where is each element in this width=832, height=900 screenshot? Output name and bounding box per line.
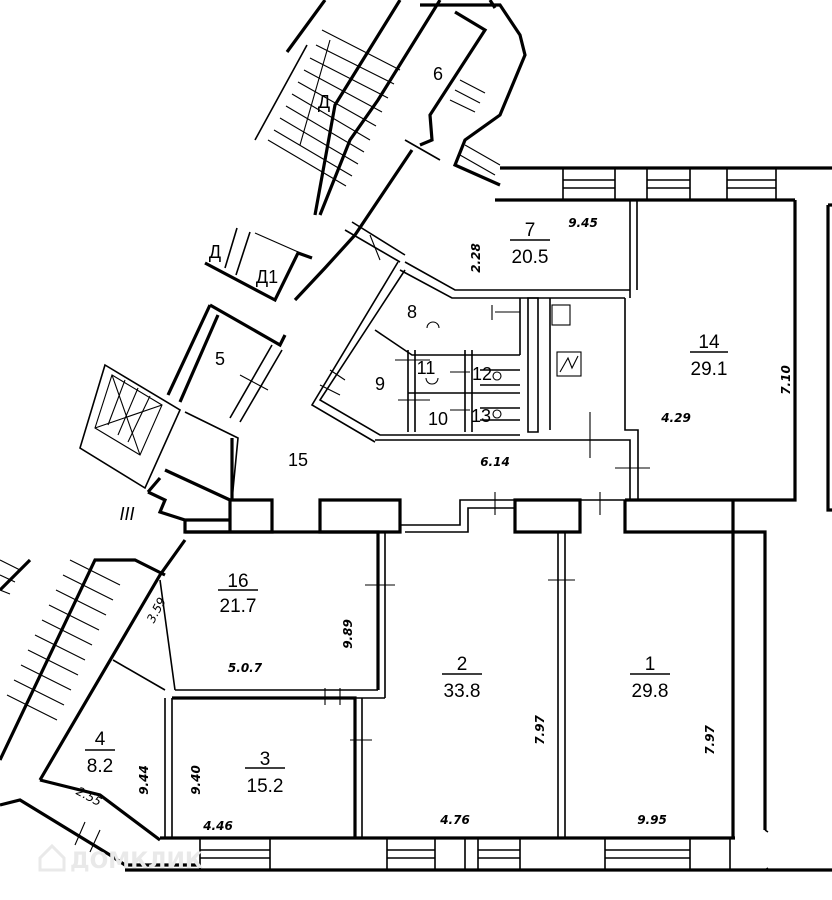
room-2: 2 33.8 7.97 4.76 — [439, 532, 575, 838]
room-8-label: 8 — [407, 302, 417, 322]
room-12-label: 12 — [472, 364, 492, 384]
dim-r14-width: 4.29 — [660, 411, 691, 425]
room-2-number: 2 — [457, 654, 468, 675]
room-13-label: 13 — [471, 406, 491, 426]
room-3-area: 15.2 — [247, 776, 284, 797]
entry-d1: Д Д1 — [204, 227, 313, 303]
room-7: 7 20.5 9.45 2.28 — [344, 216, 630, 299]
room-7-number: 7 — [525, 220, 536, 241]
dim-r16-width: 5.0.7 — [228, 661, 263, 675]
entry-d-label: Д — [209, 242, 221, 262]
dim-r3-width: 4.46 — [202, 819, 233, 833]
dim-r16-height: 9.89 — [341, 619, 355, 649]
room-15-label: 15 — [288, 450, 308, 470]
room-6-label: 6 — [433, 64, 443, 84]
door-6-7 — [404, 139, 441, 161]
room-10-label: 10 — [428, 409, 448, 429]
dim-r3-height: 9.40 — [189, 765, 203, 795]
dim-r4-height: 9.44 — [137, 765, 151, 795]
room-5: 5 — [166, 303, 287, 423]
room-9-label: 9 — [375, 374, 385, 394]
dim-r1-height: 7.97 — [703, 725, 717, 755]
stair-lower-left — [0, 539, 187, 781]
room-4-number: 4 — [95, 729, 106, 750]
dim-r2-height: 7.97 — [533, 715, 547, 745]
room-1: 1 29.8 7.97 9.95 — [630, 532, 735, 838]
exterior-wall-right — [625, 200, 832, 871]
room-4: 4 8.2 9.44 2.55 — [0, 579, 200, 867]
stair-iii-label: III — [119, 504, 134, 524]
room-16-number: 16 — [227, 571, 248, 592]
dim-r7-width: 9.45 — [568, 216, 598, 230]
room-7-area: 20.5 — [512, 247, 549, 268]
utility-block: 8 9 10 11 12 13 — [310, 261, 582, 443]
room-6: 6 — [419, 0, 527, 187]
wall-diagonal-upper — [313, 0, 402, 216]
dim-r14-height: 7.10 — [779, 365, 793, 395]
dim-r1-width: 9.95 — [637, 813, 667, 827]
room-16-area: 21.7 — [220, 596, 257, 617]
dim-r15-width: 6.14 — [480, 455, 510, 469]
dim-r7-height: 2.28 — [469, 243, 483, 273]
room-4-area: 8.2 — [87, 756, 113, 777]
elevator-shaft — [79, 363, 239, 502]
room-14: 14 29.1 4.29 7.10 — [615, 290, 793, 500]
room-14-number: 14 — [698, 332, 720, 353]
room-2-area: 33.8 — [444, 681, 481, 702]
exterior-wall-bottom — [125, 836, 832, 872]
stairwell-d: Д — [254, 0, 442, 216]
exterior-wall-top — [495, 166, 832, 290]
watermark-text: ДОМКЛИК — [70, 849, 203, 874]
room-3: 3 15.2 9.40 4.46 — [164, 696, 372, 838]
room-16: 16 21.7 5.0.7 9.89 3.59 — [144, 530, 395, 705]
wall-room5-top — [293, 149, 414, 302]
room-11-label: 11 — [417, 358, 436, 378]
room-1-area: 29.8 — [632, 681, 669, 702]
room-1-number: 1 — [645, 654, 656, 675]
stairwell-d-label: Д — [318, 92, 330, 112]
entry-d1-label: Д1 — [256, 267, 278, 287]
watermark: ДОМКЛИК — [38, 843, 203, 874]
room-3-number: 3 — [260, 749, 271, 770]
dim-r2-width: 4.76 — [439, 813, 470, 827]
room-15: 15 6.14 — [230, 412, 733, 534]
dim-r4-width: 2.55 — [74, 784, 104, 809]
room-5-label: 5 — [215, 349, 225, 369]
room-14-area: 29.1 — [691, 359, 728, 380]
